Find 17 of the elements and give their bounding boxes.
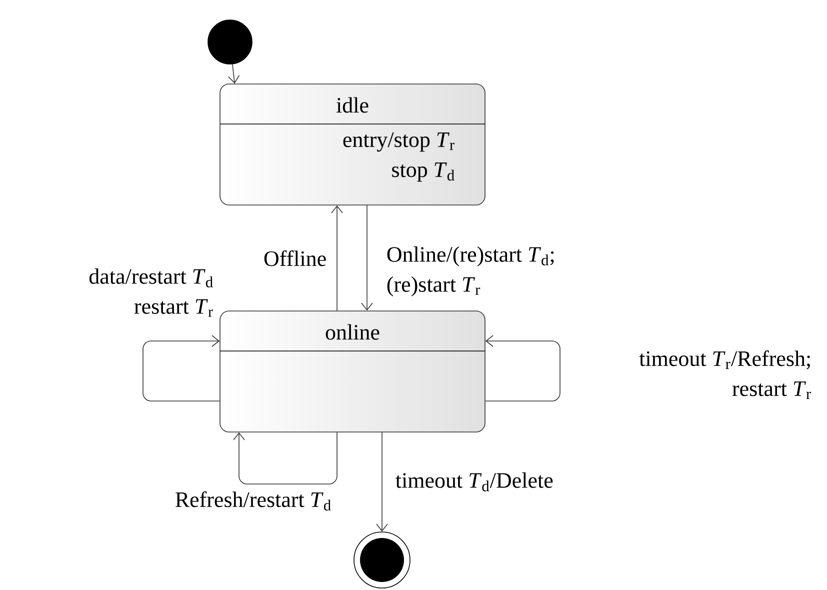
arrow — [228, 64, 240, 84]
loop-arrow — [142, 335, 220, 402]
arrow — [331, 205, 343, 311]
final-state — [354, 532, 410, 588]
state-box: online — [220, 310, 486, 432]
state-box: idle entry/stop T$_{r}$ stop T$_{d}$ — [220, 84, 486, 206]
arrow — [361, 205, 373, 311]
edge-label: data/restart T$_{d}$ restart T$_{r}$ — [89, 268, 213, 317]
edge-label: Refresh/restart T$_{d}$ — [176, 491, 331, 511]
edge-label: timeout T$_{d}$/Delete — [396, 472, 553, 492]
edge-label: timeout T$_{r}$/Refresh; restart T$_{r}$ — [639, 350, 811, 399]
arrow — [376, 432, 388, 532]
edge-label: Online/(re)start T$_{d}$; (re)start T$_{r}$ — [387, 246, 554, 296]
loop-arrow — [485, 335, 560, 402]
initial-state — [208, 20, 252, 64]
loop-arrow — [233, 432, 338, 484]
edge-label: Offline — [264, 250, 326, 266]
